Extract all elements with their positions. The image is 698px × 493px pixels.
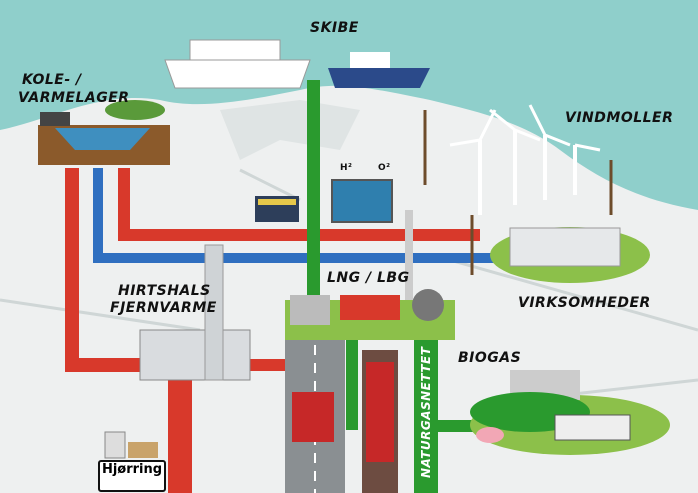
wind-turbines-icon	[449, 104, 601, 215]
lng-terminal-icon	[285, 210, 455, 340]
ferry-icon	[164, 39, 311, 89]
battery-icon	[255, 196, 299, 222]
label-district-heating-line1: HIRTSHALS	[118, 283, 211, 299]
label-hydrogen: H²	[340, 163, 353, 173]
label-biogas: BIOGAS	[458, 350, 522, 366]
label-district-heating-line2: FJERNVARME	[110, 300, 217, 316]
tank-wagon	[366, 362, 394, 462]
harbour	[220, 100, 360, 160]
label-companies: VIRKSOMHEDER	[518, 295, 651, 311]
label-gas-grid: NATURGASNETTET	[419, 346, 433, 478]
town-sign: Hjørring	[98, 460, 166, 492]
heat-storage-icon	[38, 100, 170, 165]
label-storage-line2: VARMELAGER	[18, 90, 130, 106]
companies-icon	[490, 227, 650, 283]
road-lines	[0, 168, 698, 402]
label-storage-line1: KOLE- /	[22, 72, 82, 88]
fishing-boat-icon	[328, 52, 430, 88]
sea	[0, 0, 698, 210]
biogas-plant-icon	[470, 370, 670, 455]
label-ships: SKIBE	[310, 20, 359, 36]
electrolyser-icon	[331, 179, 393, 223]
district-heating-plant-icon	[139, 244, 251, 381]
label-wind: VINDMOLLER	[565, 110, 674, 126]
hjorring-town-icon	[104, 431, 158, 459]
power-poles-icon	[423, 110, 613, 275]
label-oxygen: O²	[378, 163, 391, 173]
truck	[292, 392, 334, 442]
label-lng: LNG / LBG	[327, 270, 410, 286]
